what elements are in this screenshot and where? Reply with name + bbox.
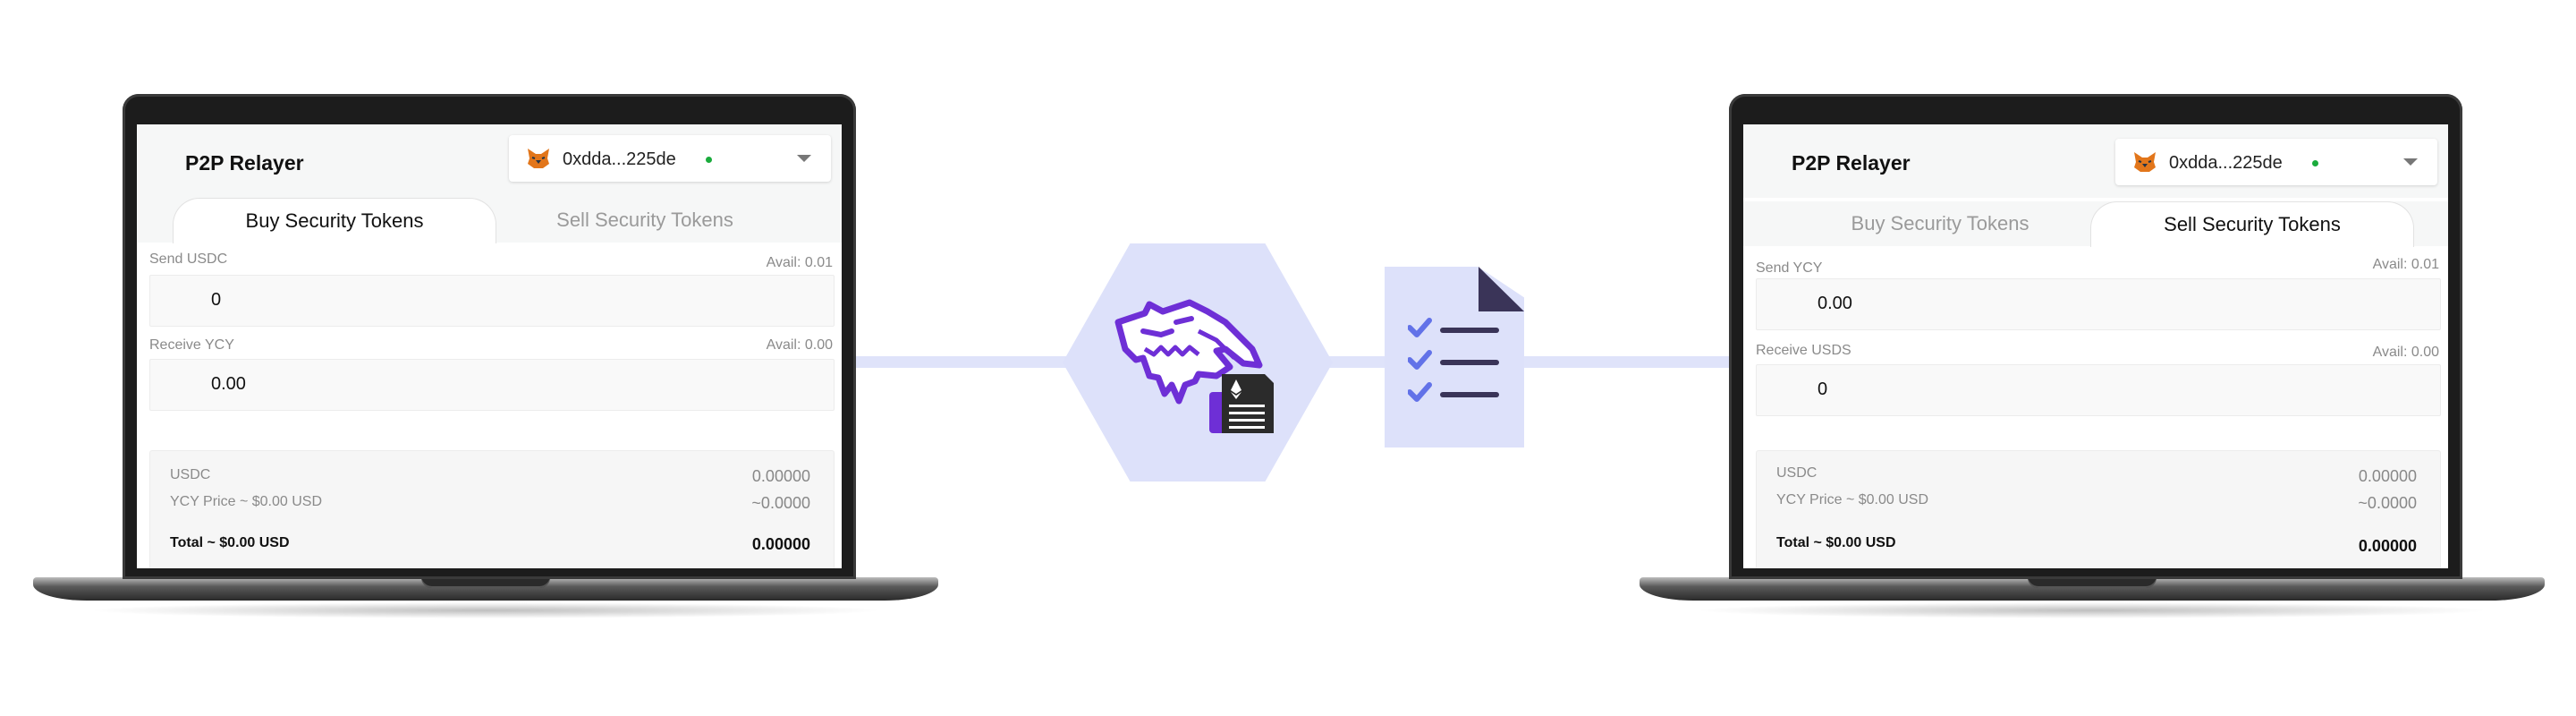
receive-input-value: 0.00	[211, 374, 246, 394]
online-status-dot	[2312, 160, 2318, 166]
connector-line-left	[850, 356, 1073, 368]
laptop-shadow	[87, 602, 885, 618]
tab-sell-security-tokens[interactable]: Sell Security Tokens	[556, 209, 733, 231]
receive-input[interactable]: 0.00	[149, 359, 835, 411]
summary-price-label: YCY Price ~ $0.00 USD	[170, 494, 323, 509]
laptop-notch	[2028, 577, 2157, 588]
receive-label: Receive USDS	[1756, 343, 1852, 358]
wallet-address: 0xdda...225de	[563, 149, 676, 169]
summary-currency-label: USDC	[1776, 465, 1818, 481]
send-input[interactable]: 0	[149, 275, 835, 327]
app-header: P2P Relayer 0xdda...225de	[137, 124, 842, 198]
summary-currency-label: USDC	[170, 467, 211, 482]
wallet-selector[interactable]: 0xdda...225de	[509, 135, 831, 182]
laptop-screen: P2P Relayer 0xdda...225de Buy Security T…	[137, 124, 842, 568]
receive-avail: Avail: 0.00	[766, 337, 833, 353]
tab-bar: Buy Security Tokens Sell Security Tokens	[137, 198, 842, 243]
metamask-fox-icon	[2134, 152, 2156, 172]
receive-avail: Avail: 0.00	[2372, 345, 2439, 360]
wallet-selector[interactable]: 0xdda...225de	[2115, 139, 2437, 185]
send-input-value: 0.00	[1818, 294, 1852, 313]
metamask-fox-icon	[528, 149, 549, 168]
receive-input[interactable]: 0	[1756, 364, 2441, 416]
receive-input-value: 0	[1818, 379, 1828, 399]
summary-price-value: ~0.0000	[751, 494, 810, 512]
chevron-down-icon[interactable]	[797, 155, 811, 162]
order-summary: USDC 0.00000 YCY Price ~ $0.00 USD ~0.00…	[1756, 450, 2441, 568]
summary-currency-value: 0.00000	[2358, 467, 2417, 485]
send-avail: Avail: 0.01	[766, 255, 833, 270]
summary-price-label: YCY Price ~ $0.00 USD	[1776, 492, 1929, 507]
summary-total-label: Total ~ $0.00 USD	[1776, 535, 1896, 550]
wallet-address: 0xdda...225de	[2169, 153, 2283, 173]
tab-buy-security-tokens[interactable]: Buy Security Tokens	[1851, 212, 2029, 234]
online-status-dot	[706, 157, 712, 163]
summary-total-value: 0.00000	[751, 535, 810, 553]
send-label: Send USDC	[149, 251, 228, 267]
chevron-down-icon[interactable]	[2403, 158, 2418, 166]
tab-sell-security-tokens[interactable]: Sell Security Tokens	[2090, 201, 2414, 247]
app-header: P2P Relayer 0xdda...225de	[1743, 124, 2448, 198]
send-input[interactable]: 0.00	[1756, 278, 2441, 330]
summary-total-value: 0.00000	[2358, 537, 2417, 555]
laptop-seller: P2P Relayer 0xdda...225de Buy Security T…	[1640, 94, 2545, 622]
dragon-head-icon	[1114, 299, 1263, 405]
send-input-value: 0	[211, 290, 222, 310]
receive-label: Receive YCY	[149, 337, 234, 353]
send-avail: Avail: 0.01	[2372, 257, 2439, 272]
laptop-screen: P2P Relayer 0xdda...225de Buy Security T…	[1743, 124, 2448, 568]
order-summary: USDC 0.00000 YCY Price ~ $0.00 USD ~0.00…	[149, 450, 835, 568]
summary-currency-value: 0.00000	[751, 467, 810, 485]
laptop-notch	[421, 577, 550, 588]
laptop-shadow	[1693, 602, 2491, 618]
app-title: P2P Relayer	[1792, 151, 1911, 175]
connector-line-right	[1521, 356, 1735, 368]
summary-price-value: ~0.0000	[2358, 494, 2417, 512]
ethereum-document-icon	[1209, 374, 1274, 433]
app-title: P2P Relayer	[185, 151, 304, 175]
send-label: Send YCY	[1756, 260, 1823, 276]
tab-bar: Buy Security Tokens Sell Security Tokens	[1743, 201, 2448, 247]
laptop-buyer: P2P Relayer 0xdda...225de Buy Security T…	[33, 94, 938, 622]
tab-buy-security-tokens[interactable]: Buy Security Tokens	[173, 198, 496, 243]
connector-line-middle	[1324, 356, 1404, 368]
summary-total-label: Total ~ $0.00 USD	[170, 535, 290, 550]
checklist-document-icon	[1408, 318, 1499, 402]
